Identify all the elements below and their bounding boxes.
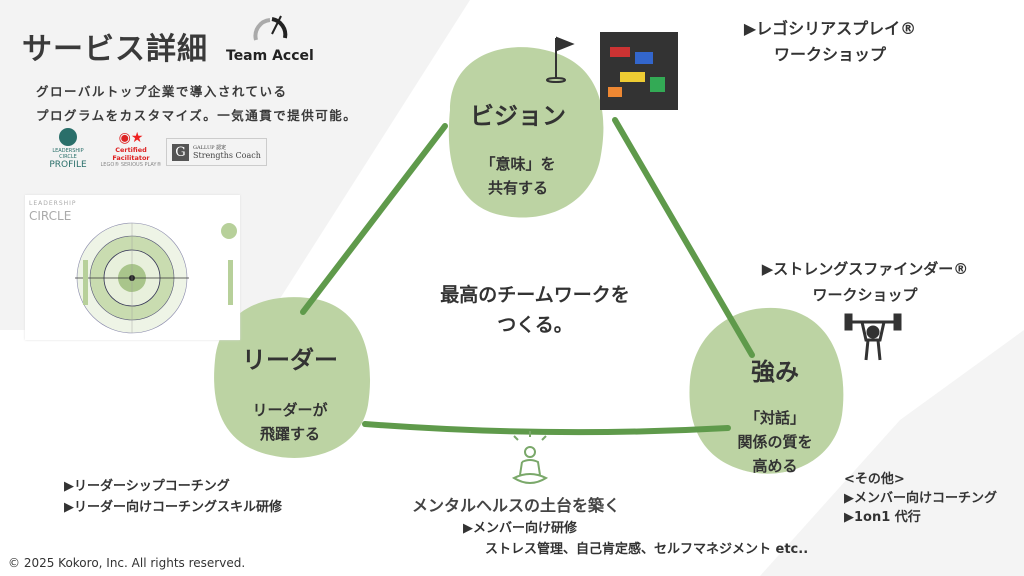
logo-text: Strengths Coach [193, 151, 261, 160]
leader-services: ▶リーダーシップコーチング ▶リーダー向けコーチングスキル研修 [64, 476, 282, 518]
strength-service: ▶ストレングスファインダー® ワークショップ [755, 256, 975, 308]
brand-name: Team Accel [226, 48, 314, 64]
vision-text: 「意味」を 共有する [460, 152, 576, 200]
mental-title: メンタルヘルスの土台を築く [412, 496, 621, 515]
strength-text-line: 高める [752, 457, 798, 475]
strength-text: 「対話」 関係の質を 高める [720, 406, 830, 478]
subtitle: グローバルトップ企業で導入されている プログラムをカスタマイズ。一気通貫で提供可… [36, 80, 357, 128]
service-line: ▶ストレングスファインダー® [761, 260, 969, 278]
leader-text-line: リーダーが [252, 401, 328, 419]
leader-blob [214, 297, 371, 458]
flag-icon [546, 36, 575, 83]
line-vision-strength [612, 117, 755, 358]
vision-service: ▶レゴシリアスプレイ® ワークショップ [730, 16, 930, 68]
logo-text: LEGO® SERIOUS PLAY® [100, 162, 162, 168]
leadership-circle-report-image: LEADERSHIP CIRCLE [25, 195, 240, 340]
service-line: ワークショップ [812, 286, 918, 304]
vision-text-line: 「意味」を [480, 155, 556, 173]
center-line: つくる。 [497, 314, 573, 336]
leader-text: リーダーが 飛躍する [235, 398, 345, 446]
circle-chart [75, 222, 237, 334]
strength-blob [689, 307, 844, 474]
gallup-logo: G GALLUP 認定 Strengths Coach [166, 138, 267, 166]
logo-text: PROFILE [49, 160, 87, 170]
gauge-icon [253, 15, 288, 41]
line-leader-strength [362, 421, 731, 436]
leadership-circle-logo: LEADERSHIP CIRCLE PROFILE [44, 128, 92, 170]
other-services: <その他> ▶メンバー向けコーチング ▶1on1 代行 [844, 470, 997, 527]
logo-text: GALLUP 認定 [193, 145, 227, 151]
center-message: 最高のチームワークを つくる。 [415, 280, 655, 340]
other-heading: <その他> [844, 472, 905, 487]
service-line: ▶レゴシリアスプレイ® [743, 19, 917, 38]
lego-bricks-photo [600, 32, 678, 110]
service-line: ワークショップ [773, 45, 886, 64]
service-line: ▶リーダー向けコーチングスキル研修 [64, 500, 282, 515]
vision-title: ビジョン [470, 102, 566, 130]
other-item: ▶メンバー向けコーチング [844, 491, 997, 506]
page-title: サービス詳細 [22, 32, 208, 67]
center-line: 最高のチームワークを [440, 284, 630, 306]
logo-text: Certified Facilitator [112, 146, 150, 162]
weightlifter-icon [844, 313, 902, 361]
logo-text: LEADERSHIP CIRCLE [52, 148, 84, 160]
mental-detail: ストレス管理、自己肯定感、セルフマネジメント etc.. [485, 542, 809, 557]
leader-title: リーダー [242, 346, 338, 374]
copyright: © 2025 Kokoro, Inc. All rights reserved. [8, 556, 246, 570]
strength-text-line: 「対話」 [744, 409, 805, 427]
report-logo-text: CIRCLE [29, 209, 72, 223]
strength-title: 強み [751, 358, 799, 386]
leader-text-line: 飛躍する [259, 425, 320, 443]
service-line: ▶リーダーシップコーチング [64, 479, 230, 494]
line-vision-leader [300, 123, 448, 315]
report-logo-text: LEADERSHIP [29, 200, 77, 207]
strength-text-line: 関係の質を [737, 433, 813, 451]
vision-blob [448, 47, 604, 218]
meditation-icon [511, 431, 549, 484]
subtitle-line: グローバルトップ企業で導入されている [36, 84, 288, 99]
subtitle-line: プログラムをカスタマイズ。一気通貫で提供可能。 [36, 108, 358, 123]
other-item: ▶1on1 代行 [844, 510, 921, 525]
lego-serious-play-logo: ◉★ Certified Facilitator LEGO® SERIOUS P… [100, 130, 162, 168]
vision-text-line: 共有する [487, 179, 548, 197]
mental-service: ▶メンバー向け研修 [463, 521, 577, 536]
report-logo: LEADERSHIP CIRCLE [29, 198, 77, 222]
